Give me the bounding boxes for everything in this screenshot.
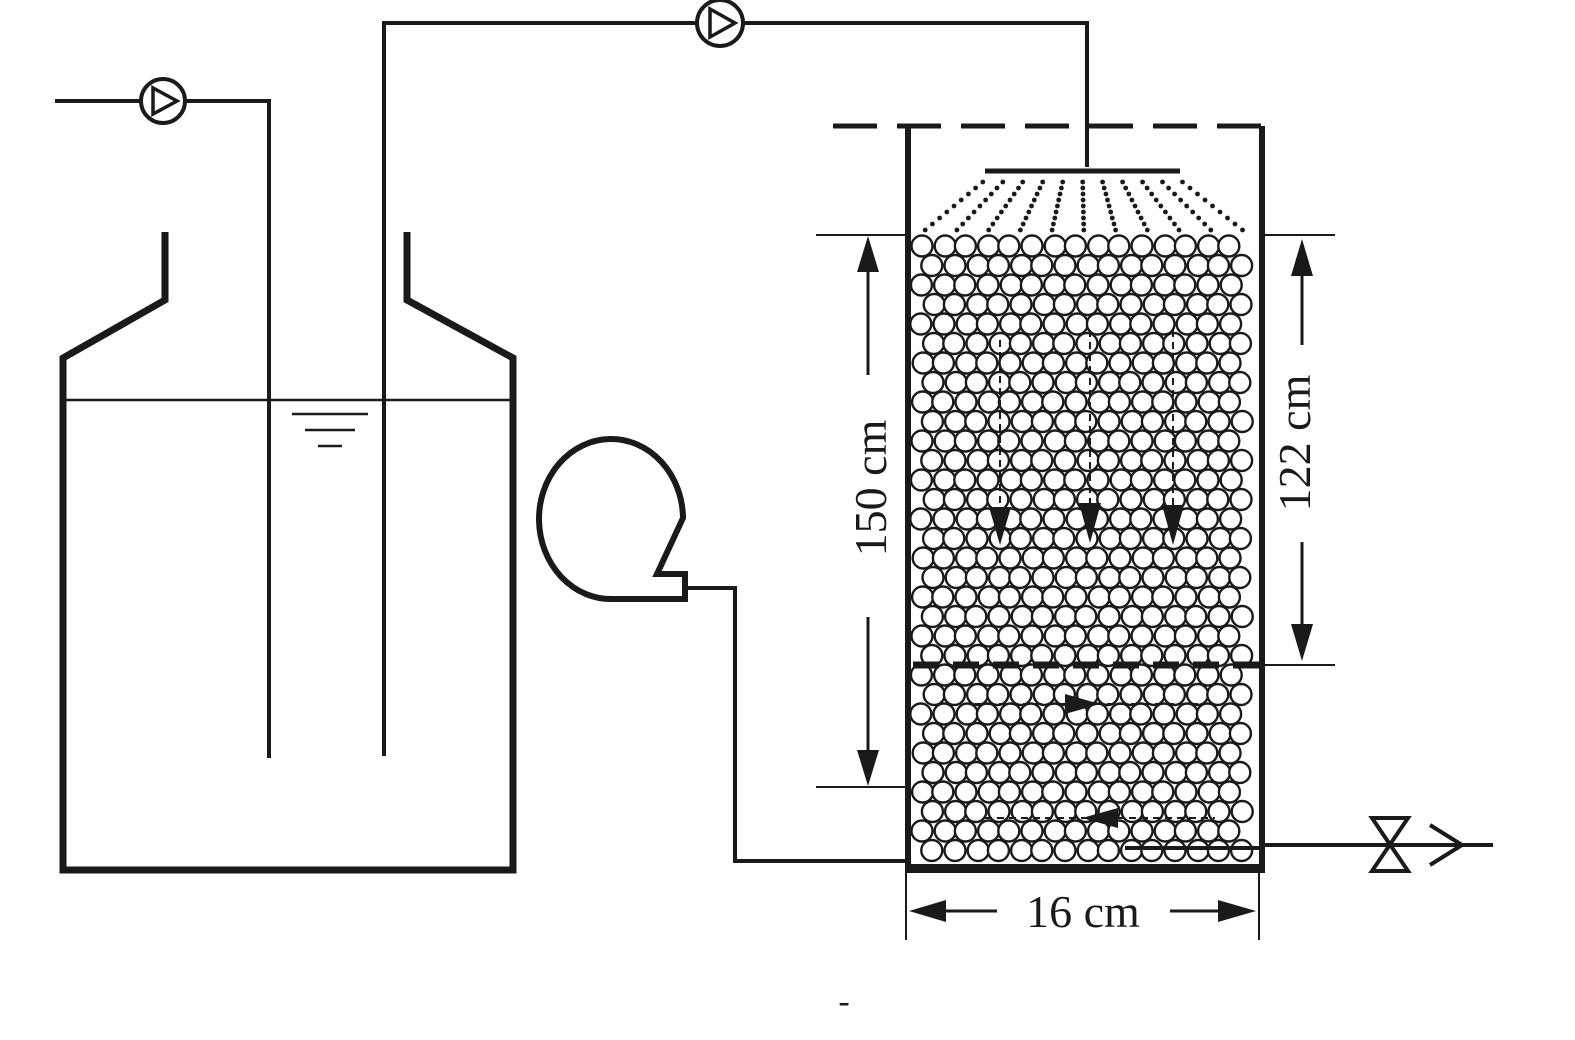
flow-arrow-icon: [989, 507, 1011, 545]
spray-distributor: [922, 168, 1245, 233]
dimension-diameter: 16 cm: [905, 872, 1260, 940]
footnote-mark: -: [838, 983, 849, 1020]
tank-outline: [59, 232, 517, 874]
flow-arrow-icon: [1065, 694, 1100, 714]
recirculation-line: [382, 0, 1089, 756]
storage-tank: [59, 232, 517, 874]
flow-arrow-icon: [1082, 808, 1118, 828]
feed-line: [55, 77, 271, 758]
height-total-label: 150 cm: [845, 419, 896, 556]
air-pipe: [685, 586, 905, 863]
outlet-arrow-icon: [1428, 823, 1466, 867]
internal-flow-paths: [975, 330, 1215, 828]
dimension-height-total: 150 cm: [816, 234, 908, 788]
water-level-symbol: [292, 412, 368, 448]
effluent-outlet: [1125, 816, 1493, 873]
blower-icon: [536, 436, 688, 603]
air-blower: [536, 436, 905, 863]
spray-droplets: [922, 179, 1245, 233]
feed-pump-icon: [139, 77, 187, 125]
recirculation-pump-icon: [695, 0, 745, 48]
feed-pipe: [55, 99, 271, 758]
diameter-label: 16 cm: [1026, 886, 1140, 937]
packing-media: [909, 234, 1254, 863]
biofilter-column: [833, 123, 1493, 873]
height-upper-label: 122 cm: [1269, 374, 1320, 511]
flow-arrow-icon: [1079, 503, 1101, 543]
flow-arrow-icon: [1162, 505, 1184, 545]
recirculation-pipe: [382, 21, 1089, 756]
valve-icon: [1368, 816, 1412, 873]
dimension-height-upper: 122 cm: [1262, 234, 1335, 666]
